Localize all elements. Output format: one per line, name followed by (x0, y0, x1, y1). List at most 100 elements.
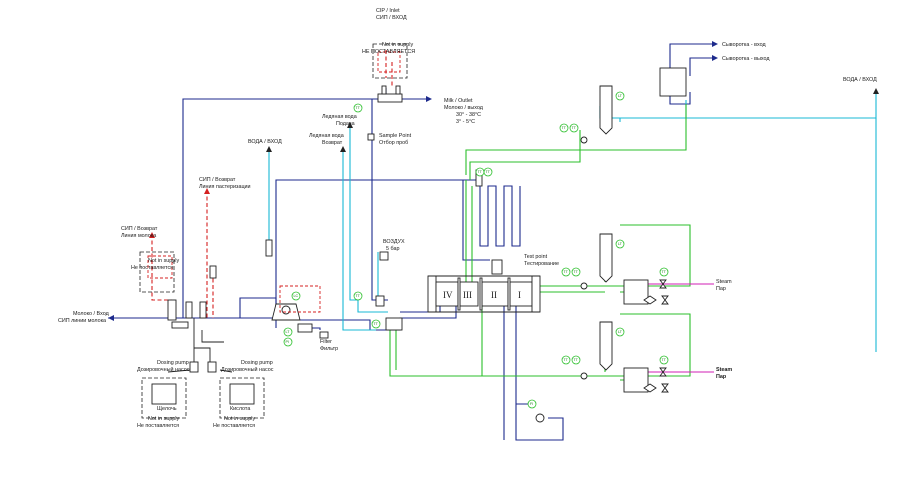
dosing-pump-acid[interactable] (207, 361, 217, 373)
ice-water-supply-label: Ледяная вода (322, 114, 357, 120)
test-point-label-ru: Тестирование (524, 261, 559, 267)
hx-section-i (509, 281, 533, 307)
milk-pump[interactable] (297, 323, 313, 333)
instrument-tt (571, 267, 581, 277)
whey-inlet-label: Сыворотка - вход (722, 42, 767, 48)
holding-tube-loops (479, 185, 521, 247)
filter-label: Filter (320, 339, 332, 345)
dosing-hose (167, 369, 233, 373)
instrument-tt (353, 103, 363, 113)
not-in-supply-box-top (372, 43, 408, 79)
hot-water-top-pipe (465, 104, 687, 175)
valve-actuator[interactable] (381, 85, 387, 95)
arrow-icon (873, 88, 879, 94)
balance-tank-area (167, 239, 329, 339)
not-in-supply-alkali-label-ru: Не поставляется (137, 423, 179, 429)
whey-heater (659, 67, 687, 97)
condensate-valve-1[interactable] (661, 295, 669, 305)
hx-frame (428, 275, 540, 313)
pump-valve[interactable] (167, 299, 177, 321)
tag-tt: TT (662, 358, 667, 362)
instrument-tt (571, 355, 581, 365)
dosing-lines (167, 318, 233, 373)
tag-fi: FI (530, 402, 533, 406)
cip-past-valve[interactable] (209, 265, 217, 279)
milk-outlet-temp1: 30° - 38°C (456, 112, 481, 118)
tag-tt: TT (356, 106, 361, 110)
bottom-valve[interactable] (171, 321, 189, 329)
arrow-icon (712, 41, 718, 47)
milk-divert-valve[interactable] (377, 93, 403, 103)
not-in-supply-acid-label-ru: Не поставляется (213, 423, 255, 429)
hot-water-tank-1 (599, 233, 613, 283)
sample-point-label: Sample Point (379, 133, 412, 139)
whey-pump[interactable] (580, 136, 588, 144)
tag-lt: LT (618, 330, 623, 334)
arrow-icon (426, 96, 432, 102)
instrument-lt (615, 327, 625, 337)
ice-water-supply-label-2: Подача (336, 121, 355, 127)
steam-valve-1[interactable] (659, 279, 667, 289)
air-label: ВОЗДУХ (383, 239, 405, 245)
milk-outlet-label: Milk / Outlet (444, 98, 473, 104)
section-iii-label: III (463, 290, 472, 300)
cip-inlet-label: CIP / Inlet (376, 8, 400, 14)
level-float (281, 305, 291, 315)
instrument-lt (615, 239, 625, 249)
acid-label: Кислота (230, 406, 250, 412)
alkali-box (141, 377, 187, 419)
hot-water-section1-pipe (540, 224, 691, 287)
hot-water-pump-1[interactable] (580, 282, 588, 290)
not-in-supply-top-label: Not in supply (382, 42, 413, 48)
steam-valve-2[interactable] (659, 367, 667, 377)
air-valve[interactable] (379, 251, 389, 261)
arrow-icon (149, 232, 155, 238)
instrument-tt (559, 123, 569, 133)
section-iv-label: IV (443, 290, 453, 300)
cooling-valve[interactable] (375, 295, 385, 307)
section-i-label: I (518, 290, 521, 300)
steam-trap-2 (643, 383, 657, 393)
steam-1-label-ru: Пар (716, 286, 726, 292)
arrow-icon (108, 315, 114, 321)
outlet-valve-cluster[interactable] (385, 317, 403, 331)
dosing-pump-1-label: Dosing pump (157, 360, 189, 366)
tag-lt: LT (286, 330, 291, 334)
hx-end-plate-left (427, 275, 437, 313)
instrument-lt (283, 327, 293, 337)
water-inlet-right-label: ВОДА / ВХОД (843, 77, 877, 83)
tag-lc: LC (294, 294, 299, 298)
instrument-tt (483, 167, 493, 177)
arrow-icon (340, 146, 346, 152)
tag-tt: TT (662, 270, 667, 274)
water-right-top-pipe (599, 92, 877, 119)
inlet-valve[interactable] (185, 301, 193, 319)
milk-inlet-label: Молоко / Вход (73, 311, 110, 317)
inlet-valve-2[interactable] (199, 301, 207, 319)
flow-meter (535, 413, 545, 423)
instrument-tt (561, 267, 571, 277)
water-valve[interactable] (265, 239, 273, 257)
instrument-tt (561, 355, 571, 365)
tag-tt: TT (574, 270, 579, 274)
water-inlet-left-label: ВОДА / ВХОД (248, 139, 282, 145)
test-point-valve[interactable] (491, 259, 503, 275)
hot-water-tank-2 (599, 321, 613, 371)
dosing-pump-alkali[interactable] (189, 361, 199, 373)
condensate-valve-2[interactable] (661, 383, 669, 393)
sample-point-label-ru: Отбор проб (379, 140, 408, 146)
instrument-lt (615, 91, 625, 101)
sample-point-valve[interactable] (367, 133, 375, 141)
air-pressure-label: 5 бар (386, 246, 399, 252)
steam-trap-1 (643, 295, 657, 305)
tag-tt: TT (564, 358, 569, 362)
cip-return-milk-pipe (151, 234, 172, 301)
cip-return-lines (151, 50, 393, 318)
tag-tt: TT (356, 294, 361, 298)
hot-water-pump-2[interactable] (580, 372, 588, 380)
instrument-tt (353, 291, 363, 301)
filter-label-ru: Фильтр (320, 346, 338, 352)
ice-water-supply-pipe (349, 125, 388, 313)
valve-actuator[interactable] (395, 85, 401, 95)
